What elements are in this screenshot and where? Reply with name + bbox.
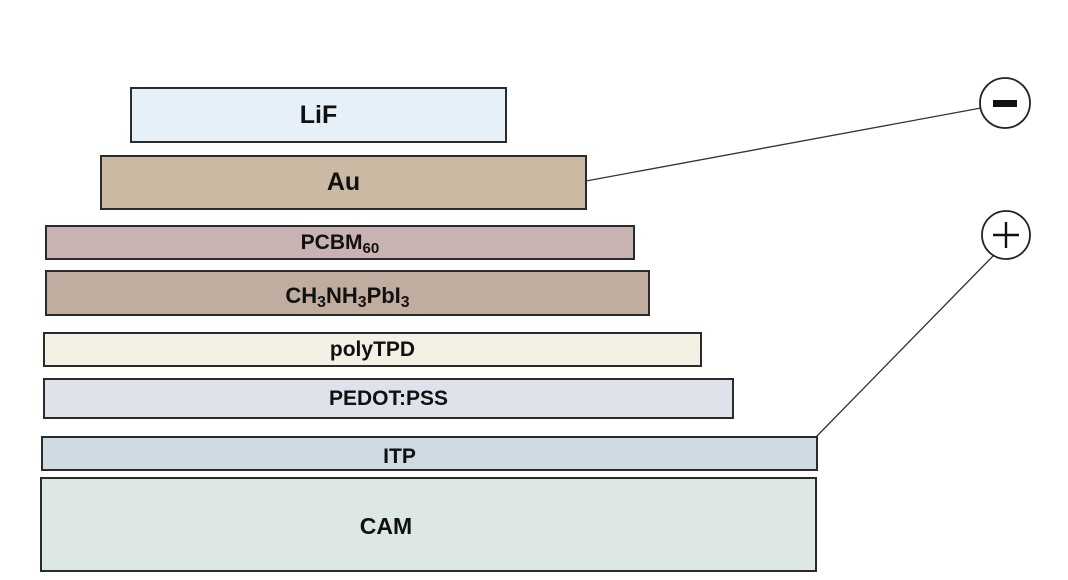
layer-itp-label: ITP	[383, 444, 416, 468]
layer-lif: LiF	[130, 87, 507, 143]
layer-perovskite-label: CH3NH3PbI3	[285, 283, 410, 311]
layer-pedot-pss-label: PEDOT:PSS	[328, 386, 449, 410]
layer-pcbm: PCBM60	[45, 225, 635, 260]
layer-perovskite: CH3NH3PbI3	[45, 270, 650, 316]
negative-terminal-icon	[979, 77, 1031, 129]
layer-lif-label: LiF	[299, 100, 338, 129]
layer-au-label: Au	[326, 168, 361, 196]
layer-polytpd-label: polyTPD	[329, 337, 416, 361]
layer-cam-label: CAM	[359, 513, 413, 539]
layer-au: Au	[100, 155, 587, 210]
negative-wire	[585, 107, 982, 182]
positive-wire	[815, 254, 995, 438]
layer-itp: ITP	[41, 436, 818, 471]
layer-cam: CAM	[40, 477, 817, 572]
layer-pcbm-label: PCBM60	[300, 230, 380, 257]
positive-terminal-icon	[981, 210, 1031, 260]
layer-pedot-pss: PEDOT:PSS	[43, 378, 734, 419]
layer-polytpd: polyTPD	[43, 332, 702, 367]
